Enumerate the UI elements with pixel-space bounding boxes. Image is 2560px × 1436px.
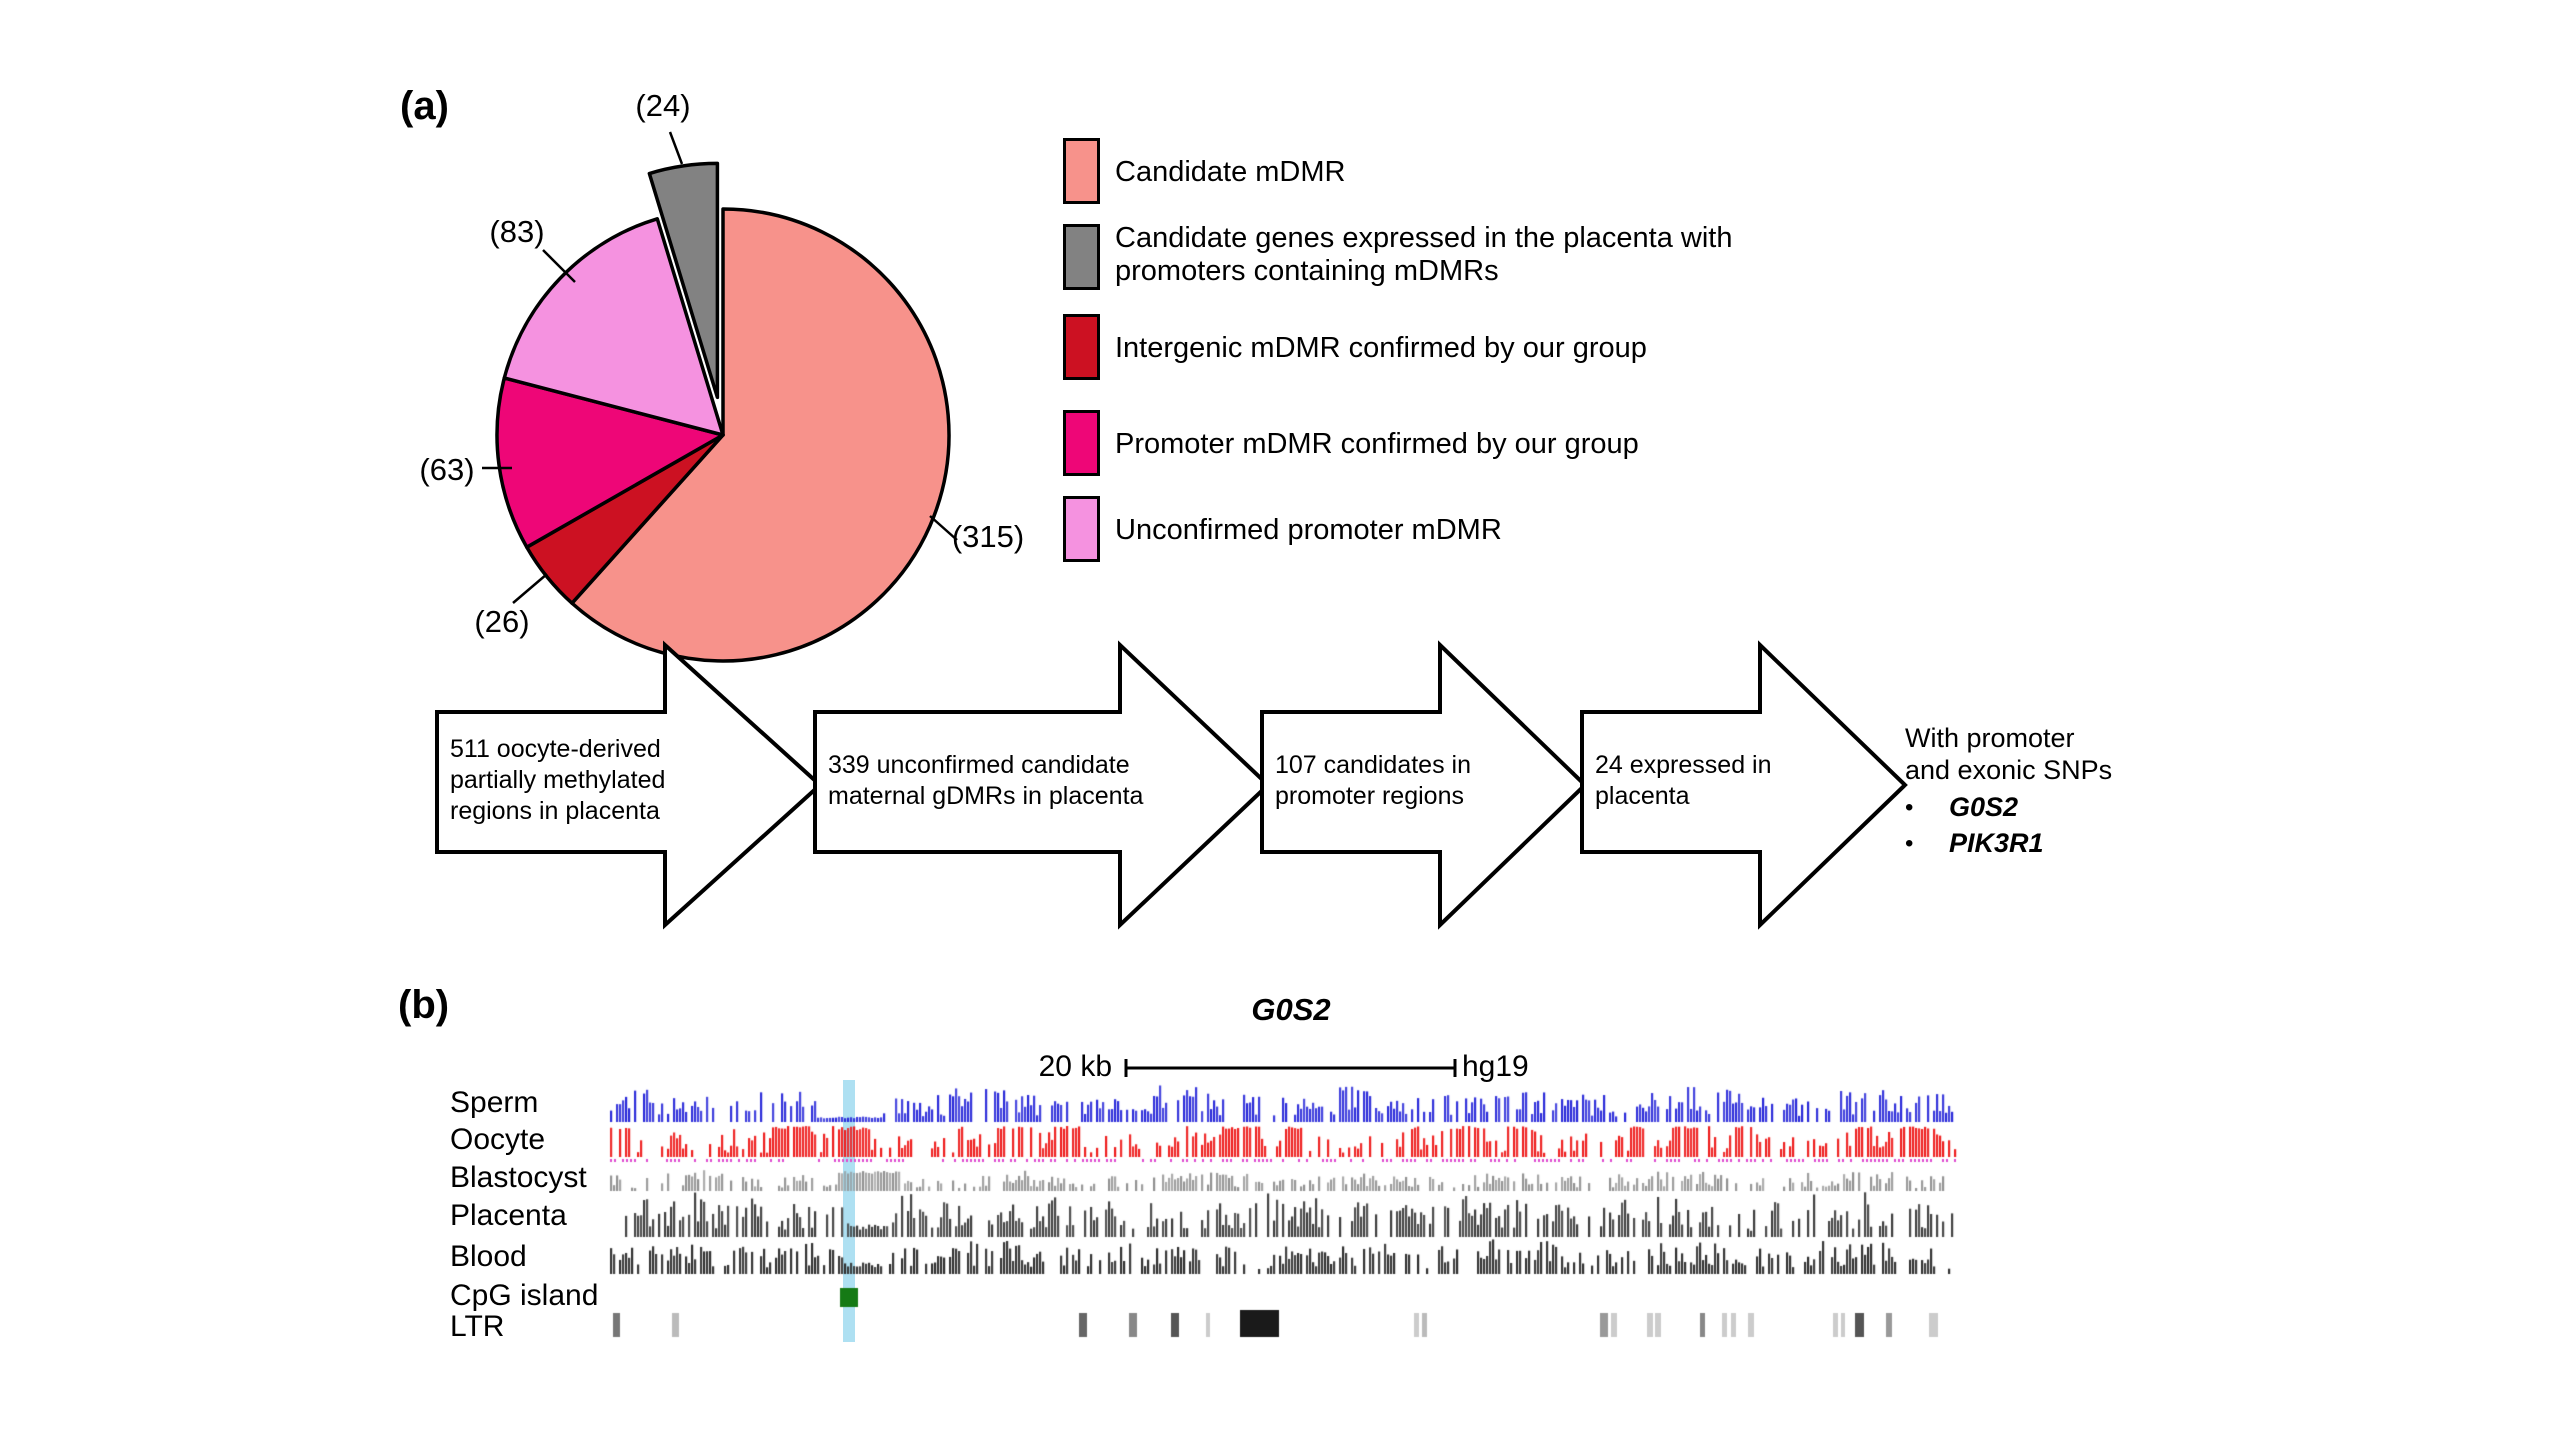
gene-g0s2: G0S2 xyxy=(1949,792,2019,822)
pie-slice-315 xyxy=(570,207,951,663)
panel-b-label: (b) xyxy=(398,983,450,1027)
pie-leader-26 xyxy=(512,573,548,604)
pie-value-label-63: (63) xyxy=(419,452,475,487)
flow-step-3-line-1: 107 candidates in xyxy=(1275,751,1471,779)
legend-swatch-intergenic-mdmr xyxy=(1063,314,1100,380)
flow-step-4-text: 24 expressed in placenta xyxy=(1595,750,1772,812)
legend-label-unconfirmed-mdmr: Unconfirmed promoter mDMR xyxy=(1115,514,1502,546)
methylation-tracks-canvas xyxy=(608,1078,1960,1346)
legend-label-candidate-genes-line2: promoters containing mDMRs xyxy=(1115,255,1499,287)
pie-slice-63 xyxy=(495,376,725,549)
bullet-icon: • xyxy=(1905,829,1914,857)
flow-step-3-line-2: promoter regions xyxy=(1275,782,1464,810)
pie-slice-24 xyxy=(647,161,720,400)
track-label-blood: Blood xyxy=(450,1240,527,1273)
track-label-sperm: Sperm xyxy=(450,1086,539,1119)
pie-value-label-26: (26) xyxy=(474,604,530,639)
gene-pik3r1: PIK3R1 xyxy=(1949,828,2044,858)
genome-gene-title: G0S2 xyxy=(1251,992,1331,1027)
flow-step-2-line-1: 339 unconfirmed candidate xyxy=(828,751,1130,779)
track-label-cpg-island: CpG island xyxy=(450,1279,599,1312)
legend-label-intergenic-mdmr: Intergenic mDMR confirmed by our group xyxy=(1115,332,1647,364)
flow-result-gene-2: • PIK3R1 xyxy=(1905,828,2044,859)
panel-a-label: (a) xyxy=(400,84,449,128)
flow-step-3-text: 107 candidates in promoter regions xyxy=(1275,750,1471,812)
legend-swatch-candidate-mdmr xyxy=(1063,138,1100,204)
scale-bar-label: 20 kb xyxy=(1038,1050,1112,1083)
flow-step-2-line-2: maternal gDMRs in placenta xyxy=(828,782,1144,810)
legend-swatch-unconfirmed-mdmr xyxy=(1063,496,1100,562)
pie-leader-24 xyxy=(668,131,684,165)
legend-label-candidate-mdmr: Candidate mDMR xyxy=(1115,156,1346,188)
flow-step-4-line-1: 24 expressed in xyxy=(1595,751,1772,779)
flow-result-line-1: With promoter xyxy=(1905,723,2075,753)
bullet-icon: • xyxy=(1905,793,1914,821)
flow-step-2-text: 339 unconfirmed candidate maternal gDMRs… xyxy=(828,750,1143,812)
pie-value-label-24: (24) xyxy=(635,88,691,123)
flow-step-1-line-3: regions in placenta xyxy=(450,797,660,825)
track-label-blastocyst: Blastocyst xyxy=(450,1161,587,1194)
legend-label-candidate-genes: Candidate genes expressed in the placent… xyxy=(1115,222,1732,288)
flow-step-1-line-2: partially methylated xyxy=(450,766,666,794)
pie-value-label-83: (83) xyxy=(489,214,545,249)
legend-swatch-candidate-genes xyxy=(1063,224,1100,290)
flow-step-4-line-2: placenta xyxy=(1595,782,1690,810)
track-label-oocyte: Oocyte xyxy=(450,1123,546,1156)
track-label-ltr: LTR xyxy=(450,1310,505,1343)
flow-step-1-line-1: 511 oocyte-derived xyxy=(450,735,661,763)
track-label-placenta: Placenta xyxy=(450,1199,567,1232)
pie-value-label-315: (315) xyxy=(951,519,1025,554)
pie-slice-26 xyxy=(525,433,725,605)
legend-swatch-promoter-mdmr xyxy=(1063,410,1100,476)
flow-result-gene-1: • G0S2 xyxy=(1905,792,2018,823)
legend-label-candidate-genes-line1: Candidate genes expressed in the placent… xyxy=(1115,222,1733,254)
legend-label-promoter-mdmr: Promoter mDMR confirmed by our group xyxy=(1115,428,1639,460)
flow-result-line-2: and exonic SNPs xyxy=(1905,755,2113,785)
pie-leader-83 xyxy=(542,249,576,283)
pie-slice-83 xyxy=(502,217,725,437)
assembly-label: hg19 xyxy=(1462,1050,1529,1083)
flow-step-1-text: 511 oocyte-derived partially methylated … xyxy=(450,734,665,827)
